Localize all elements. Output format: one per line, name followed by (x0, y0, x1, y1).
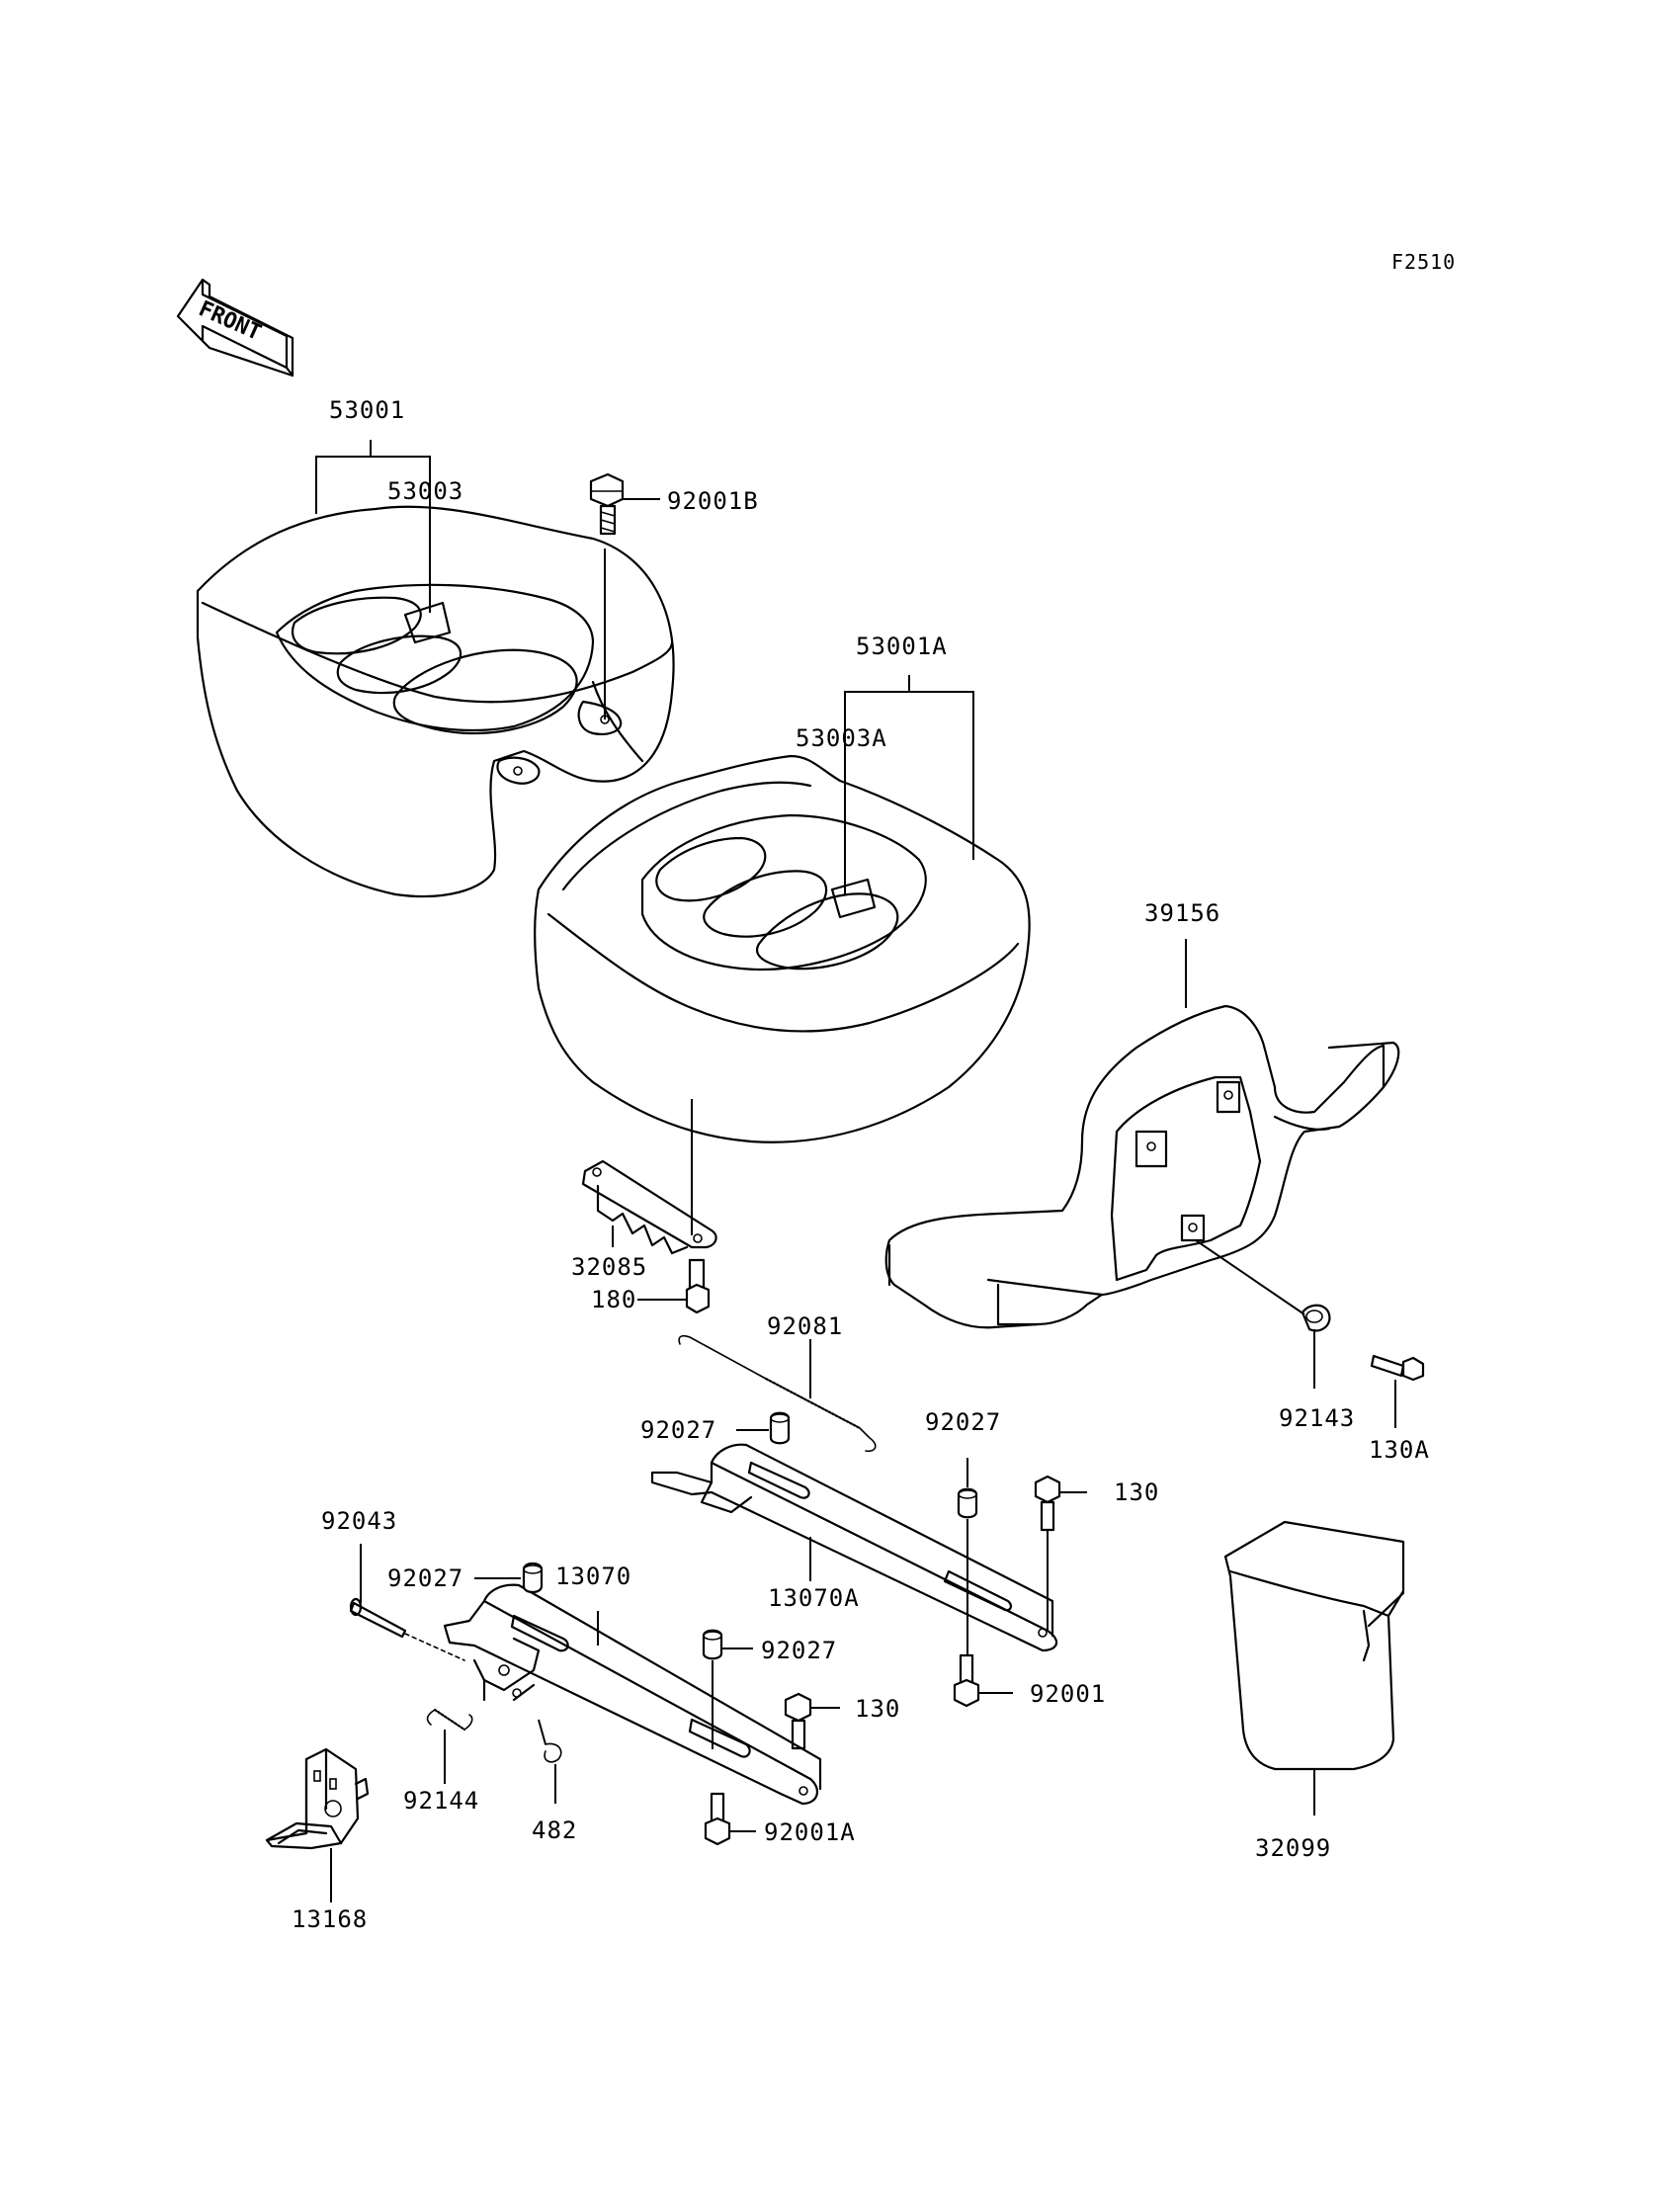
label-32085: 32085 (571, 1253, 647, 1281)
rail-13070 (443, 1583, 822, 1806)
collar-92027-b (957, 1487, 978, 1519)
label-92027-a: 92027 (640, 1416, 716, 1444)
seat-53001a (534, 754, 1031, 1143)
label-130-bottom: 130 (855, 1695, 900, 1723)
rail-13070a (650, 1443, 1058, 1652)
front-arrow-icon: FRONT (176, 278, 294, 378)
bolt-130a-part (1370, 1354, 1425, 1382)
bolt-130-bottom-part (784, 1692, 812, 1750)
label-53003: 53003 (387, 477, 463, 505)
seat-53001 (196, 505, 675, 898)
collar-92027-c (522, 1562, 544, 1594)
label-92001a: 92001A (764, 1818, 856, 1846)
bolt-92001a-part (704, 1792, 731, 1846)
part-labels: 53001 53003 92001B 53001A 53003A 39156 3… (292, 396, 1430, 1933)
spring-92081 (678, 1334, 877, 1453)
collar-92027-d (702, 1629, 723, 1660)
label-92027-d: 92027 (761, 1637, 837, 1664)
bolt-92001b-part (589, 472, 625, 536)
bolt-92001-part (953, 1653, 980, 1708)
carrier-39156 (884, 1004, 1400, 1329)
label-92081: 92081 (767, 1312, 843, 1340)
label-53001: 53001 (329, 396, 405, 424)
label-482: 482 (532, 1817, 577, 1844)
label-180: 180 (591, 1286, 636, 1313)
step-bracket-13168 (265, 1747, 370, 1850)
label-92027-b: 92027 (925, 1408, 1001, 1436)
bolt-180-part (685, 1258, 711, 1314)
label-13168: 13168 (292, 1905, 368, 1933)
bolt-130-top-part (1034, 1475, 1061, 1532)
cap-92143-part (1301, 1304, 1331, 1332)
label-92001: 92001 (1030, 1680, 1106, 1708)
label-53003a: 53003A (796, 724, 887, 752)
box-32099 (1223, 1520, 1405, 1771)
label-92027-c: 92027 (387, 1564, 463, 1592)
bracket-32085 (581, 1159, 717, 1255)
leader-lines (315, 440, 1396, 1902)
label-92001b: 92001B (667, 487, 759, 515)
label-13070: 13070 (555, 1563, 631, 1590)
label-53001a: 53001A (856, 633, 948, 660)
label-92143: 92143 (1279, 1404, 1355, 1432)
collar-92027-a (769, 1411, 791, 1445)
clip-482 (538, 1719, 562, 1763)
spring-92144 (426, 1708, 473, 1732)
label-32099: 32099 (1255, 1834, 1331, 1862)
shaft-92043 (349, 1597, 465, 1661)
label-13070a: 13070A (768, 1584, 860, 1612)
label-130-top: 130 (1114, 1479, 1159, 1506)
label-39156: 39156 (1144, 899, 1220, 927)
label-92144: 92144 (403, 1787, 479, 1815)
label-130a: 130A (1369, 1436, 1430, 1464)
label-92043: 92043 (321, 1507, 397, 1535)
diagram-code: F2510 (1391, 250, 1456, 274)
